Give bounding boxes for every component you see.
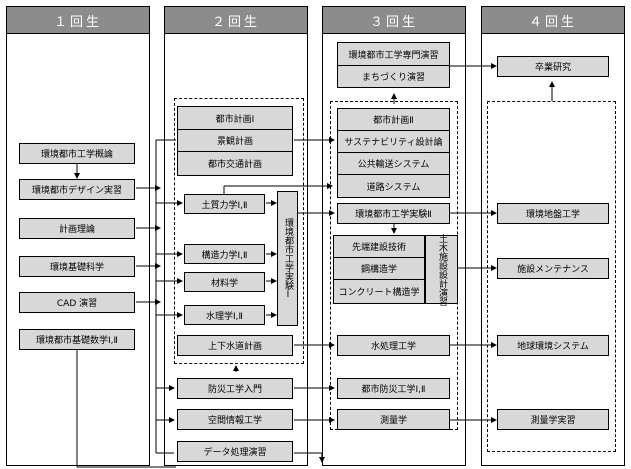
course-water-sewer-plan[interactable]: 上下水道計画 xyxy=(177,335,293,356)
course-civil-facility-design[interactable]: 土木施設設計演習 xyxy=(425,234,458,306)
column-header-year3: ３回生 xyxy=(323,7,465,34)
course-machizukuri[interactable]: まちづくり演習 xyxy=(337,65,450,88)
course-water-treatment[interactable]: 水処理工学 xyxy=(337,335,450,356)
course-data-processing[interactable]: データ処理演習 xyxy=(177,441,293,462)
course-specialized-seminar[interactable]: 環境都市工学専門演習 xyxy=(337,42,450,66)
course-hydraulics[interactable]: 水理学Ⅰ,Ⅱ xyxy=(184,305,265,325)
course-urban-plan-1[interactable]: 都市計画Ⅰ xyxy=(177,106,293,130)
course-global-env-system[interactable]: 地球環境システム xyxy=(497,335,609,356)
course-surveying[interactable]: 測量学 xyxy=(337,409,450,430)
column-header-year4: ４回生 xyxy=(482,7,624,34)
course-materials[interactable]: 材料学 xyxy=(184,272,265,292)
course-concrete-structures[interactable]: コンクリート構造学 xyxy=(333,279,425,304)
course-surveying-practice[interactable]: 測量学実習 xyxy=(497,409,609,430)
course-geotechnical[interactable]: 環境地盤工学 xyxy=(497,203,609,224)
course-graduation-research[interactable]: 卒業研究 xyxy=(497,56,609,77)
course-planning-theory[interactable]: 計画理論 xyxy=(19,218,135,239)
course-math[interactable]: 環境都市基礎数学Ⅰ,Ⅱ xyxy=(19,329,135,350)
course-design-practice[interactable]: 環境都市デザイン実習 xyxy=(19,179,135,200)
course-urban-disaster[interactable]: 都市防災工学Ⅰ,Ⅱ xyxy=(337,378,450,399)
course-disaster-intro[interactable]: 防災工学入門 xyxy=(177,378,293,399)
year4-dashed-group xyxy=(487,101,616,452)
course-public-transport[interactable]: 公共輸送システム xyxy=(337,152,450,175)
course-road-system[interactable]: 道路システム xyxy=(337,174,450,198)
course-experiment-1[interactable]: 環境都市工学実験Ⅰ xyxy=(277,191,298,326)
course-spatial-info[interactable]: 空間情報工学 xyxy=(177,409,293,430)
course-facility-maintenance[interactable]: 施設メンテナンス xyxy=(497,258,609,279)
course-soil-mechanics[interactable]: 土質力学Ⅰ,Ⅱ xyxy=(184,194,265,214)
course-steel-structures[interactable]: 鋼構造学 xyxy=(333,257,425,280)
course-env-science[interactable]: 環境基礎科学 xyxy=(19,256,135,277)
course-advanced-construction[interactable]: 先端建設技術 xyxy=(333,235,425,258)
course-urban-transport[interactable]: 都市交通計画 xyxy=(177,151,293,176)
course-landscape[interactable]: 景観計画 xyxy=(177,129,293,152)
course-experiment-2[interactable]: 環境都市工学実験Ⅱ xyxy=(337,203,450,224)
course-intro[interactable]: 環境都市工学概論 xyxy=(19,143,135,164)
year2-dashed-group xyxy=(174,98,304,364)
course-sustainability[interactable]: サステナビリティ設計論 xyxy=(337,130,450,153)
course-cad[interactable]: CAD 演習 xyxy=(19,292,135,313)
column-header-year2: ２回生 xyxy=(165,7,307,34)
column-header-year1: １回生 xyxy=(7,7,149,34)
course-structural-mechanics[interactable]: 構造力学Ⅰ,Ⅱ xyxy=(184,244,265,264)
course-urban-plan-2[interactable]: 都市計画Ⅱ xyxy=(337,108,450,131)
